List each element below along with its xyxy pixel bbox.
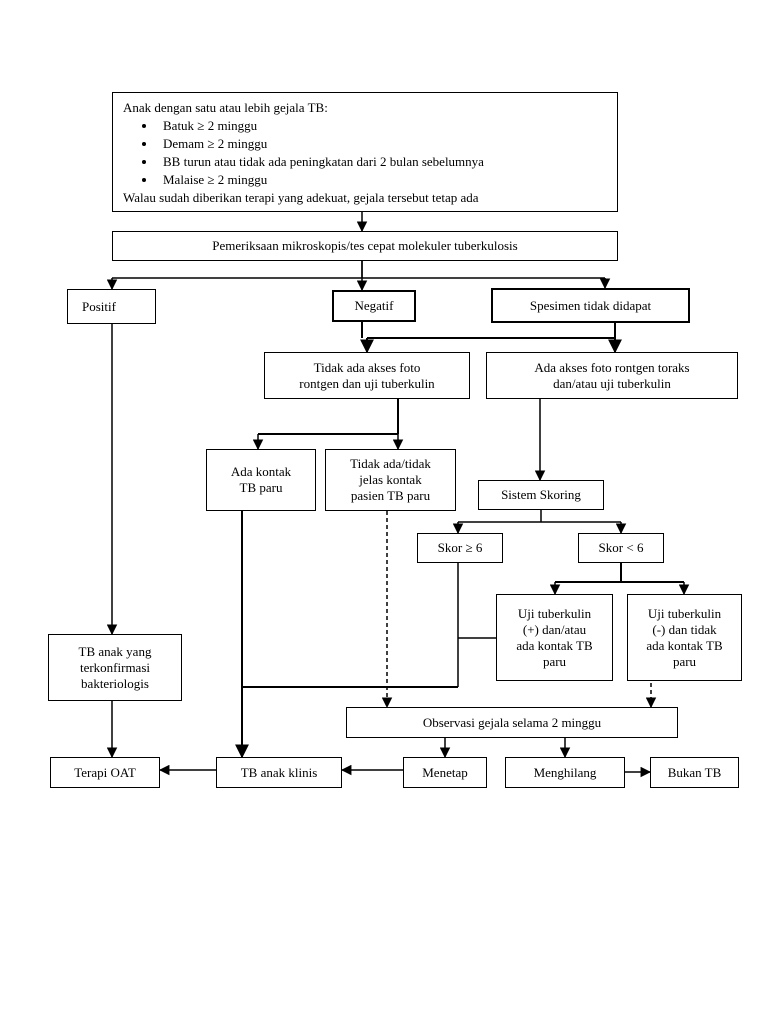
negatif-label: Negatif	[354, 298, 394, 313]
gejala-item-malaise: Malaise ≥ 2 minggu	[157, 171, 607, 189]
spesimen-label: Spesimen tidak didapat	[529, 297, 652, 313]
skor-ge-label: Skor ≥ 6	[437, 540, 483, 555]
uji-pos-line: (+) dan/atau	[522, 621, 587, 637]
node-positif: Positif	[67, 289, 156, 324]
node-bukan-tb: Bukan TB	[650, 757, 739, 788]
skor-lt-label: Skor < 6	[598, 540, 644, 555]
uji-pos-line: Uji tuberkulin	[517, 605, 592, 621]
node-sistem-skoring: Sistem Skoring	[478, 480, 604, 510]
node-negatif: Negatif	[332, 290, 416, 322]
pemeriksaan-label: Pemeriksaan mikroskopis/tes cepat moleku…	[212, 238, 518, 253]
node-skor-ge-6: Skor ≥ 6	[417, 533, 503, 563]
gejala-list: Batuk ≥ 2 minggu Demam ≥ 2 minggu BB tur…	[123, 117, 607, 189]
ada-akses-line: Ada akses foto rontgen toraks	[534, 359, 690, 375]
node-spesimen-tidak-didapat: Spesimen tidak didapat	[491, 288, 690, 323]
tidak-akses-line: rontgen dan uji tuberkulin	[299, 375, 435, 391]
positif-label: Positif	[82, 298, 116, 314]
gejala-heading: Anak dengan satu atau lebih gejala TB:	[123, 100, 328, 115]
line-uji-branch	[555, 563, 684, 583]
menetap-label: Menetap	[422, 764, 468, 780]
gejala-footer: Walau sudah diberikan terapi yang adekua…	[123, 190, 479, 205]
node-menghilang: Menghilang	[505, 757, 625, 788]
ada-akses-line: dan/atau uji tuberkulin	[553, 375, 671, 391]
node-tb-terkonfirmasi: TB anak yang terkonfirmasi bakteriologis	[48, 634, 182, 701]
uji-neg-line: Uji tuberkulin	[647, 605, 722, 621]
line-pemeriksaan-branch	[112, 261, 605, 279]
line-kontak-branch	[258, 399, 399, 435]
gejala-item-batuk: Batuk ≥ 2 minggu	[157, 117, 607, 135]
node-pemeriksaan: Pemeriksaan mikroskopis/tes cepat moleku…	[112, 231, 618, 261]
uji-pos-line: ada kontak TB	[516, 637, 593, 653]
node-gejala-tb: Anak dengan satu atau lebih gejala TB: B…	[112, 92, 618, 212]
node-terapi-oat: Terapi OAT	[50, 757, 160, 788]
line-akses-branch	[361, 322, 615, 339]
tidak-kontak-line: pasien TB paru	[350, 488, 431, 503]
bukan-tb-label: Bukan TB	[667, 764, 722, 780]
node-ada-akses: Ada akses foto rontgen toraks dan/atau u…	[486, 352, 738, 399]
skoring-label: Sistem Skoring	[501, 487, 581, 502]
terapi-label: Terapi OAT	[74, 764, 136, 780]
observasi-label: Observasi gejala selama 2 minggu	[422, 714, 602, 730]
tidak-kontak-line: jelas kontak	[359, 472, 422, 487]
tb-klinis-label: TB anak klinis	[240, 764, 318, 780]
tidak-akses-line: Tidak ada akses foto	[313, 359, 421, 375]
line-skor-branch	[458, 510, 621, 523]
uji-pos-line: paru	[542, 653, 567, 669]
tb-konf-line: TB anak yang	[78, 643, 152, 659]
node-tidak-ada-kontak: Tidak ada/tidak jelas kontak pasien TB p…	[325, 449, 456, 511]
node-observasi: Observasi gejala selama 2 minggu	[346, 707, 678, 738]
gejala-item-demam: Demam ≥ 2 minggu	[157, 135, 607, 153]
uji-neg-line: paru	[672, 653, 697, 669]
gejala-item-bb-turun: BB turun atau tidak ada peningkatan dari…	[157, 153, 607, 171]
tidak-kontak-line: Tidak ada/tidak	[350, 456, 431, 471]
ada-kontak-line: Ada kontak	[230, 464, 292, 479]
node-uji-tuberkulin-positif: Uji tuberkulin (+) dan/atau ada kontak T…	[496, 594, 613, 681]
menghilang-label: Menghilang	[533, 764, 597, 780]
node-tidak-ada-akses: Tidak ada akses foto rontgen dan uji tub…	[264, 352, 470, 399]
node-ada-kontak: Ada kontak TB paru	[206, 449, 316, 511]
uji-neg-line: ada kontak TB	[646, 637, 723, 653]
tb-konf-line: bakteriologis	[81, 675, 149, 691]
node-menetap: Menetap	[403, 757, 487, 788]
node-uji-tuberkulin-negatif: Uji tuberkulin (-) dan tidak ada kontak …	[627, 594, 742, 681]
node-tb-anak-klinis: TB anak klinis	[216, 757, 342, 788]
node-skor-lt-6: Skor < 6	[578, 533, 664, 563]
ada-kontak-line: TB paru	[239, 480, 283, 495]
tb-konf-line: terkonfirmasi	[79, 659, 151, 675]
uji-neg-line: (-) dan tidak	[652, 621, 717, 637]
